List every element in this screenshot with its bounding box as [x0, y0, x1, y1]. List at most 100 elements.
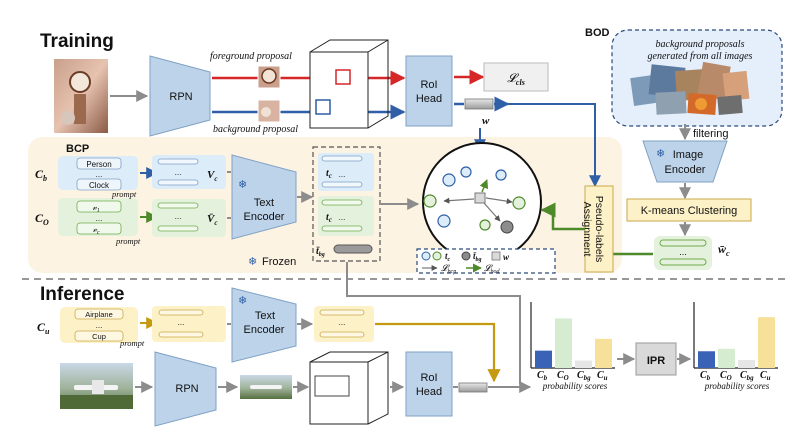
fg-roi-box: [335, 69, 351, 85]
inference-roi-head-label-1: RoI: [420, 372, 437, 384]
after-bar-u: [758, 317, 775, 368]
cu-ellipsis: ...: [96, 321, 103, 330]
tc-green-row-1: [321, 199, 363, 206]
roi-head-label-1: RoI: [420, 79, 437, 91]
tc-blue-ellipsis: ...: [339, 170, 346, 179]
bcp-text-encoder-block: [231, 154, 297, 240]
before-bar-O: [555, 318, 572, 368]
node-blue-1: [442, 173, 456, 187]
arrow-tu-to-scores: [375, 322, 501, 383]
after-tick-label-bg: Cbg: [740, 370, 754, 382]
vc-row-1: [157, 158, 199, 165]
node-blue-3: [495, 169, 507, 181]
pull-arrow-green-top: [479, 179, 489, 193]
bg-roi-box: [315, 99, 331, 115]
legend-lbod: 𝓛bod: [484, 263, 501, 275]
pseudo-labels-box: [584, 185, 614, 273]
bcp-text-encoder-label-2: Encoder: [244, 211, 285, 223]
airplane-label: Airplane: [85, 310, 113, 319]
before-tick-label-O: CO: [557, 370, 569, 382]
w-embedding: [464, 98, 494, 110]
inference-roi-head-block: [405, 351, 453, 417]
cu-label: Cu: [37, 320, 50, 336]
vbar-row-1: [157, 202, 199, 209]
node-green-1: [423, 194, 437, 208]
prob-scores-label-before: probability scores: [542, 381, 608, 391]
before-tick-label-bg: Cbg: [577, 370, 591, 382]
inference-text-encoder-label-1: Text: [255, 310, 275, 322]
cb-prompt-label: prompt: [111, 189, 137, 199]
node-blue-4: [437, 214, 451, 228]
training-input-image: [54, 59, 108, 133]
frozen-snowflake-icon: ❄: [248, 256, 257, 268]
cb-ellipsis: ...: [96, 170, 103, 179]
legend-green-node: [432, 251, 442, 261]
bg-proposal-thumb: [257, 99, 281, 123]
person-label: Person: [86, 160, 111, 169]
co-label: CO: [35, 211, 49, 227]
pseudo-labels-label-2: Assignment: [581, 202, 593, 257]
before-bar-b: [535, 350, 552, 368]
push-arrow-right: [485, 197, 513, 205]
bod-caption-2: generated from all images: [648, 51, 753, 62]
text-embeddings-box: [312, 146, 381, 262]
legend-w: w: [503, 252, 510, 262]
probability-chart-before: Cb CO Cbg Cu: [530, 302, 615, 382]
vu-row-1: [158, 309, 204, 316]
vu-ellipsis: ...: [178, 318, 185, 327]
tbg-label: t̄bg: [316, 246, 325, 258]
tu-row-1: [319, 309, 365, 316]
clock-chip: [76, 178, 122, 191]
wbar-ellipsis: ...: [679, 247, 687, 257]
training-title: Training: [40, 31, 114, 52]
Vbar-label: V̄c: [207, 213, 217, 227]
bod-title: BOD: [585, 27, 610, 39]
tc-green-row-2: [321, 225, 363, 232]
vc-row-2: [157, 179, 199, 186]
filtering-label: filtering: [693, 128, 728, 140]
inference-rpn-label: RPN: [175, 383, 198, 395]
bcp-title: BCP: [66, 143, 89, 155]
frozen-label: Frozen: [262, 256, 296, 268]
tc-blue-row-1: [321, 155, 363, 162]
vc-chip: [76, 222, 122, 235]
inference-title: Inference: [40, 284, 124, 305]
wbar-row-1: [659, 239, 707, 247]
tc-blue-panel: [318, 153, 374, 191]
v1-chip: [76, 200, 122, 213]
inference-text-encoder-label-2: Encoder: [244, 324, 285, 336]
legend-blue-node: [421, 251, 431, 261]
kmeans-label: K-means Clustering: [641, 205, 738, 217]
arrow-tbg-to-inference: [346, 262, 521, 384]
wbar-row-2: [659, 258, 707, 266]
co-prompt-label: prompt: [115, 236, 141, 246]
before-bar-bg: [575, 360, 592, 368]
vbar-row-2: [157, 225, 199, 232]
node-green-3: [512, 196, 526, 210]
push-arrow-left: [443, 197, 475, 204]
cu-prompt-label: prompt: [119, 338, 145, 348]
legend-w-square: [491, 251, 501, 261]
after-tick-label-b: Cb: [700, 370, 711, 382]
cb-label: Cb: [35, 167, 47, 183]
tc-blue-label: tc: [326, 168, 332, 180]
person-chip: [76, 157, 122, 170]
foreground-proposal-label: foreground proposal: [210, 51, 292, 62]
node-w-center: [474, 192, 486, 204]
image-encoder-block: [642, 140, 728, 183]
before-tick-label-u: Cu: [597, 370, 608, 382]
after-tick-label-u: Cu: [760, 370, 771, 382]
tc-green-label: tc: [326, 212, 332, 224]
legend-gray-node: [461, 251, 471, 261]
tbg-embedding: [333, 244, 373, 254]
vbar-ellipsis: ...: [175, 212, 182, 221]
tu-row-2: [319, 331, 365, 338]
arrow-assignment-to-space: [540, 202, 585, 231]
loss-cls-box: [483, 62, 549, 92]
after-tick-label-O: CO: [720, 370, 732, 382]
probability-chart-after: Cb CO Cbg Cu: [693, 302, 778, 382]
wbar-label: w̄c: [718, 242, 730, 258]
snowflake-icon: ❄: [656, 148, 665, 160]
before-tick-label-b: Cb: [537, 370, 548, 382]
